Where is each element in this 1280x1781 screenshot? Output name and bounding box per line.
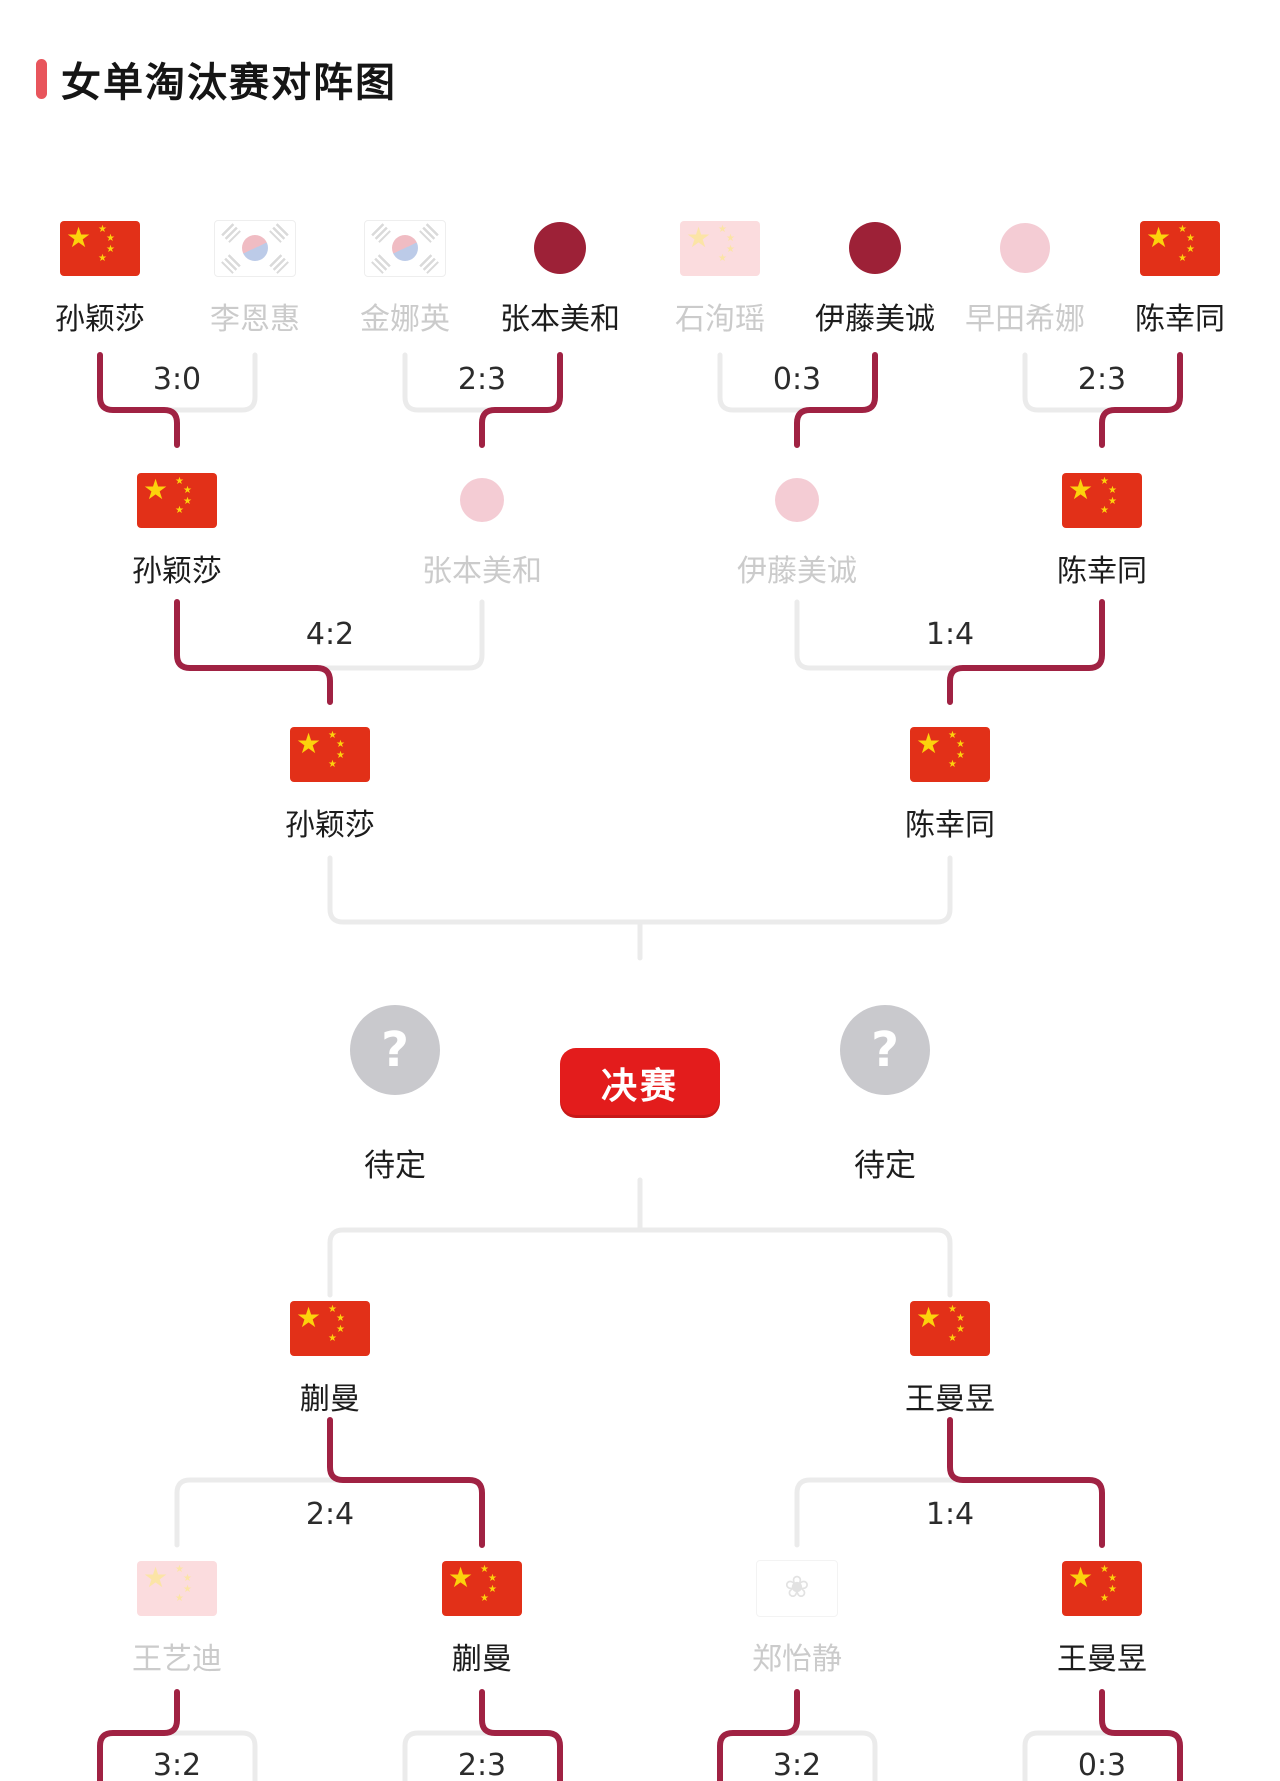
player-slot-qf-chen-xingtong[interactable]: ★★★★★ 陈幸同 [1057,472,1147,589]
player-slot-qf-cheng-i-ching[interactable]: ❀ 郑怡静 [752,1559,842,1677]
china-flag-icon: ★★★★★ [137,472,217,528]
player-slot-r16-lee-eunhye[interactable]: 李恩惠 [210,219,300,337]
china-flag-icon-faded: ★★★★★ [137,1560,217,1616]
south-korea-flag-icon [214,219,296,277]
player-name: 王艺迪 [132,1642,222,1677]
japan-flag-icon [534,222,586,274]
match-score: 1:4 [925,617,975,652]
question-mark-icon: ? [381,1022,409,1078]
finalist-placeholder-right: ? [840,1005,930,1095]
tbd-label-left: 待定 [364,1148,426,1184]
player-name: 张本美和 [422,554,542,589]
player-name: 陈幸同 [905,808,995,843]
player-name: 伊藤美诚 [737,554,857,589]
finalist-placeholder-left: ? [350,1005,440,1095]
player-name: 陈幸同 [1057,554,1147,589]
south-korea-flag-icon [364,219,446,277]
player-slot-r16-hayata-hina[interactable]: 早田希娜 [965,220,1085,337]
player-slot-r16-chen-xingtong[interactable]: ★★★★★ 陈幸同 [1135,220,1225,337]
final-badge-label: 决赛 [600,1066,679,1107]
player-name: 石洵瑶 [675,302,765,337]
match-score: 3:2 [152,1748,202,1781]
final-badge[interactable]: 决赛 [560,1048,720,1118]
japan-flag-icon-faded [775,478,819,522]
page-header: 女单淘汰赛对阵图 [36,50,397,108]
page-title: 女单淘汰赛对阵图 [61,60,397,106]
player-slot-qf-kuai-man[interactable]: ★★★★★ 蒯曼 [442,1560,522,1677]
china-flag-icon: ★★★★★ [442,1560,522,1616]
title-accent-bar [36,59,47,99]
player-name: 伊藤美诚 [815,302,935,337]
china-flag-icon-faded: ★★★★★ [680,220,760,276]
china-flag-icon: ★★★★★ [1140,220,1220,276]
japan-flag-icon-faded [460,478,504,522]
match-score: 1:4 [925,1497,975,1532]
china-flag-icon: ★★★★★ [1062,1560,1142,1616]
player-slot-sf-chen-xingtong[interactable]: ★★★★★ 陈幸同 [905,726,995,843]
match-score: 3:0 [152,362,202,397]
match-score: 2:4 [305,1497,355,1532]
player-slot-r16-kim-nayeong[interactable]: 金娜英 [360,219,450,337]
player-slot-qf-sun-yingsha[interactable]: ★★★★★ 孙颖莎 [132,472,222,589]
player-name: 蒯曼 [300,1382,360,1417]
match-score: 0:3 [1077,1748,1127,1781]
player-name: 孙颖莎 [285,808,375,843]
player-name: 陈幸同 [1135,302,1225,337]
match-score: 2:3 [457,362,507,397]
player-name: 张本美和 [500,302,620,337]
player-slot-qf-wang-yidi[interactable]: ★★★★★ 王艺迪 [132,1560,222,1677]
question-mark-icon: ? [871,1022,899,1078]
player-slot-qf-harimoto-miwa[interactable]: 张本美和 [422,472,542,589]
china-flag-icon: ★★★★★ [910,726,990,782]
japan-flag-icon [849,222,901,274]
player-slot-sf-wang-manyu[interactable]: ★★★★★ 王曼昱 [905,1300,995,1417]
china-flag-icon: ★★★★★ [60,220,140,276]
player-name: 王曼昱 [905,1382,995,1417]
match-score: 2:3 [1077,362,1127,397]
match-score: 0:3 [772,362,822,397]
player-name: 金娜英 [360,302,450,337]
match-score: 4:2 [305,617,355,652]
player-slot-r16-shi-xunyao[interactable]: ★★★★★ 石洵瑶 [675,220,765,337]
player-slot-qf-wang-manyu[interactable]: ★★★★★ 王曼昱 [1057,1560,1147,1677]
player-slot-sf-kuai-man[interactable]: ★★★★★ 蒯曼 [290,1300,370,1417]
match-score: 2:3 [457,1748,507,1781]
player-slot-r16-sun-yingsha[interactable]: ★★★★★ 孙颖莎 [55,220,145,337]
match-score: 3:2 [772,1748,822,1781]
tbd-label-right: 待定 [854,1148,916,1184]
player-name: 郑怡静 [752,1642,842,1677]
connector-sf-bottom-gray [327,1227,953,1298]
player-slot-sf-sun-yingsha[interactable]: ★★★★★ 孙颖莎 [285,726,375,843]
connector-sf-top-gray [327,855,953,925]
china-flag-icon: ★★★★★ [910,1300,990,1356]
player-name: 孙颖莎 [132,554,222,589]
player-name: 李恩惠 [210,302,300,337]
player-name: 早田希娜 [965,302,1085,337]
player-slot-qf-ito-mima[interactable]: 伊藤美诚 [737,472,857,589]
player-name: 孙颖莎 [55,302,145,337]
player-name: 王曼昱 [1057,1642,1147,1677]
player-slot-r16-ito-mima[interactable]: 伊藤美诚 [815,220,935,337]
china-flag-icon: ★★★★★ [290,726,370,782]
chinese-taipei-flag-icon-faded: ❀ [756,1559,838,1617]
player-slot-r16-harimoto-miwa[interactable]: 张本美和 [500,220,620,337]
china-flag-icon: ★★★★★ [290,1300,370,1356]
player-name: 蒯曼 [452,1642,512,1677]
japan-flag-icon-faded [1000,223,1050,273]
china-flag-icon: ★★★★★ [1062,472,1142,528]
